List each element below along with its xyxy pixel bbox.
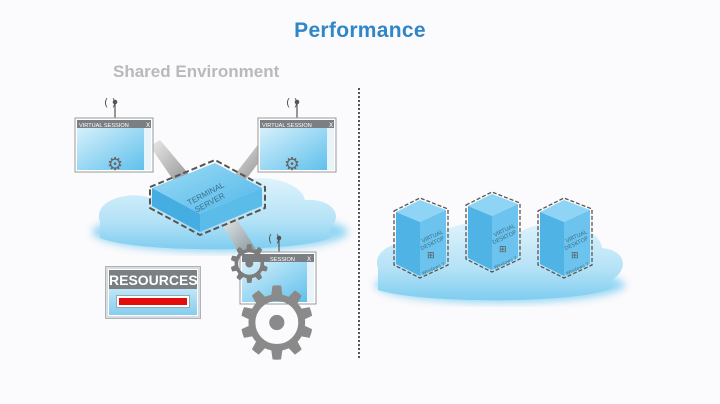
gears-icon: ⚙ ⚙ bbox=[226, 235, 322, 382]
close-icon: X bbox=[146, 122, 150, 129]
session-title: VIRTUAL SESSION bbox=[79, 123, 129, 129]
resources-panel: RESOURCES bbox=[105, 266, 201, 319]
shared-environment-heading: Shared Environment bbox=[113, 62, 280, 81]
antenna-signal-icon: ( ) bbox=[268, 232, 280, 245]
section-divider bbox=[358, 88, 360, 358]
virtual-desktop-1: VIRTUAL DESKTOP ⊞ Windows 7 bbox=[393, 197, 449, 279]
resources-usage-bar bbox=[117, 296, 189, 307]
close-icon: X bbox=[329, 122, 333, 129]
antenna-signal-icon: ( ) bbox=[286, 96, 298, 109]
resources-usage-fill bbox=[119, 298, 187, 305]
virtual-session-window-1: ( ) VIRTUAL SESSION X ⚙ bbox=[74, 96, 154, 175]
virtual-desktop-2: VIRTUAL DESKTOP ⊞ Windows 7 bbox=[465, 191, 521, 273]
page-title: Performance bbox=[294, 19, 426, 42]
windows-logo-icon: ⊞ bbox=[571, 251, 579, 261]
windows-logo-icon: ⊞ bbox=[499, 245, 507, 255]
large-gear-icon: ⚙ bbox=[232, 265, 322, 382]
resources-label: RESOURCES bbox=[109, 270, 198, 289]
gear-icon: ⚙ bbox=[284, 154, 300, 175]
session-title: VIRTUAL SESSION bbox=[262, 123, 312, 129]
antenna-signal-icon: ( ) bbox=[104, 96, 116, 109]
virtual-session-window-2: ( ) VIRTUAL SESSION X ⚙ bbox=[257, 96, 337, 175]
terminal-server: TERMINAL SERVER bbox=[149, 158, 266, 237]
session-title: SESSION bbox=[270, 257, 295, 263]
gear-icon: ⚙ bbox=[107, 154, 123, 175]
virtual-desktop-3: VIRTUAL DESKTOP ⊞ Windows 7 bbox=[537, 197, 593, 279]
close-icon: X bbox=[307, 256, 311, 263]
windows-logo-icon: ⊞ bbox=[427, 251, 435, 261]
virtual-session-window-3: ( ) SESSION X bbox=[239, 232, 317, 305]
small-gear-icon: ⚙ bbox=[226, 235, 273, 295]
